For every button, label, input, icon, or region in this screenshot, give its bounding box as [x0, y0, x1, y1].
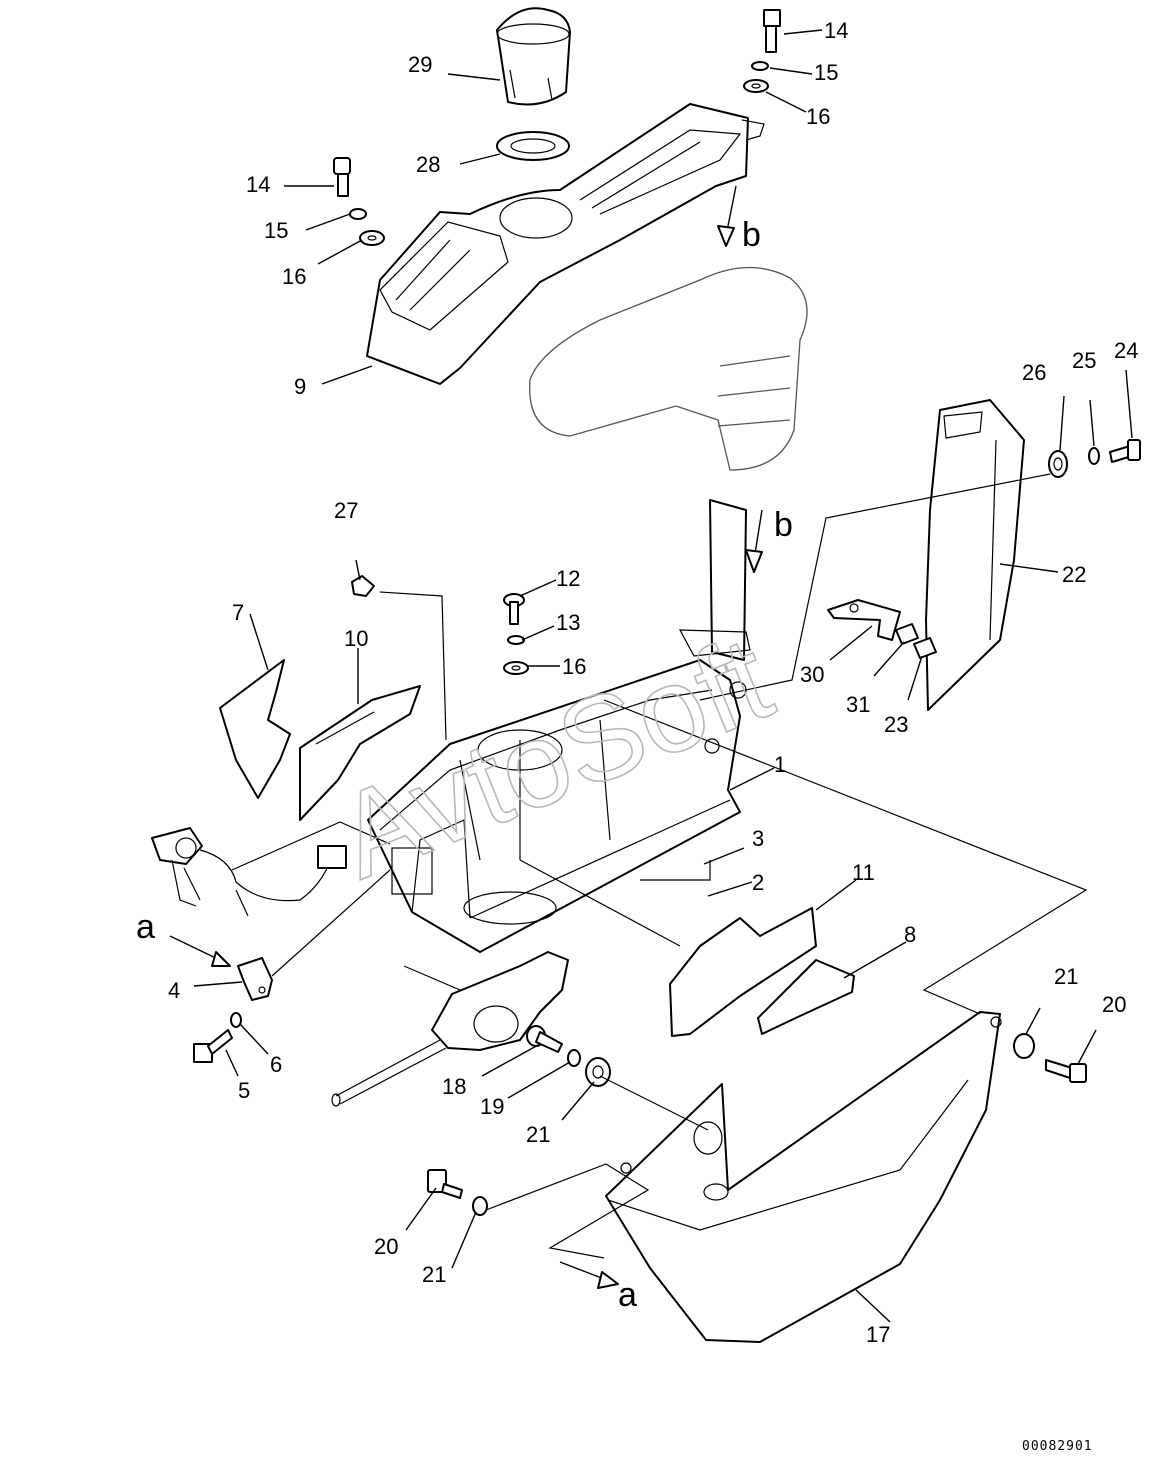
- part-16-washer-left: [359, 230, 385, 246]
- part-6-washer: [230, 1012, 242, 1028]
- part-26-nut: [1048, 450, 1068, 478]
- part-28-ring: [496, 131, 570, 161]
- label-part-5: 5: [238, 1078, 250, 1103]
- label-part-21-right: 21: [1054, 964, 1078, 989]
- view-ref-a-left: a: [136, 908, 155, 946]
- drawing-code: 00082901: [1022, 1439, 1093, 1454]
- label-part-26: 26: [1022, 360, 1046, 385]
- label-part-24: 24: [1114, 338, 1138, 363]
- part-4-bracket: [237, 957, 273, 1001]
- part-22-side-cover: [925, 399, 1025, 711]
- label-part-18: 18: [442, 1074, 466, 1099]
- control-lever-assembly: [331, 951, 569, 1107]
- part-8-trim: [757, 959, 855, 1035]
- part-21-washer-center: [585, 1057, 611, 1087]
- part-16-washer-center: [503, 661, 529, 675]
- part-10-plate: [299, 685, 421, 821]
- part-27-clip: [351, 575, 375, 597]
- view-ref-b-center: b: [774, 506, 793, 544]
- label-part-4: 4: [168, 978, 180, 1003]
- part-20-bolt-left: [427, 1169, 463, 1199]
- label-part-16-left: 16: [282, 264, 306, 289]
- label-part-8: 8: [904, 922, 916, 947]
- label-part-23: 23: [884, 712, 908, 737]
- label-part-20-right: 20: [1102, 992, 1126, 1017]
- part-31-clip: [895, 623, 919, 645]
- part-16-washer-top: [743, 79, 769, 93]
- part-9-upper-console: [366, 103, 765, 385]
- part-14-bolt-top: [763, 9, 781, 53]
- label-part-14-right: 14: [824, 18, 848, 43]
- label-part-12: 12: [556, 566, 580, 591]
- label-part-21-left: 21: [422, 1262, 446, 1287]
- label-part-6: 6: [270, 1052, 282, 1077]
- part-12-screw: [503, 593, 525, 625]
- label-part-7: 7: [232, 600, 244, 625]
- part-21-washer-left: [472, 1196, 488, 1216]
- label-part-21-center: 21: [526, 1122, 550, 1147]
- part-5-bolt: [193, 1029, 233, 1063]
- label-part-3: 3: [752, 826, 764, 851]
- label-part-10: 10: [344, 626, 368, 651]
- leader-lines: [169, 29, 1133, 1323]
- label-part-13: 13: [556, 610, 580, 635]
- label-part-14-left: 14: [246, 172, 270, 197]
- part-labels: 1 2 3 4 5 6 7 8 9 10 11 12 13 14 14 15 1…: [168, 18, 1138, 1347]
- label-part-15-left: 15: [264, 218, 288, 243]
- part-11-trim: [669, 907, 817, 1037]
- part-24-bolt: [1109, 439, 1141, 463]
- armrest-phantom: [529, 266, 808, 471]
- label-part-27: 27: [334, 498, 358, 523]
- part-29-knob-cover: [496, 7, 571, 106]
- part-21-washer-right: [1013, 1033, 1035, 1059]
- label-part-16-center: 16: [562, 654, 586, 679]
- label-part-16-right: 16: [806, 104, 830, 129]
- part-18-bolt: [526, 1025, 563, 1053]
- label-part-30: 30: [800, 662, 824, 687]
- part-15-washer-left: [349, 208, 367, 220]
- label-part-20-left: 20: [374, 1234, 398, 1259]
- label-part-9: 9: [294, 374, 306, 399]
- part-25-washer: [1088, 447, 1100, 465]
- label-part-2: 2: [752, 870, 764, 895]
- label-part-25: 25: [1072, 348, 1096, 373]
- label-part-28: 28: [416, 152, 440, 177]
- label-part-15-right: 15: [814, 60, 838, 85]
- view-ref-a-bottom: a: [618, 1276, 637, 1314]
- label-part-29: 29: [408, 52, 432, 77]
- part-23-clip: [913, 637, 937, 659]
- part-17-lower-cover: [605, 1011, 1002, 1343]
- wire-harness: [151, 827, 347, 917]
- view-ref-b-top: b: [742, 216, 761, 254]
- label-part-22: 22: [1062, 562, 1086, 587]
- part-19-washer: [567, 1049, 581, 1067]
- label-part-1: 1: [774, 752, 786, 777]
- label-part-31: 31: [846, 692, 870, 717]
- label-part-17: 17: [866, 1322, 890, 1347]
- label-part-19: 19: [480, 1094, 504, 1119]
- part-7-plate: [219, 659, 291, 799]
- label-part-11: 11: [852, 860, 875, 885]
- part-13-washer: [507, 635, 525, 645]
- part-1-console-frame: [367, 499, 751, 953]
- part-15-washer-top: [751, 61, 769, 71]
- part-30-bracket: [827, 599, 901, 641]
- part-14-bolt-left: [333, 157, 351, 197]
- part-20-bolt-right: [1045, 1059, 1087, 1083]
